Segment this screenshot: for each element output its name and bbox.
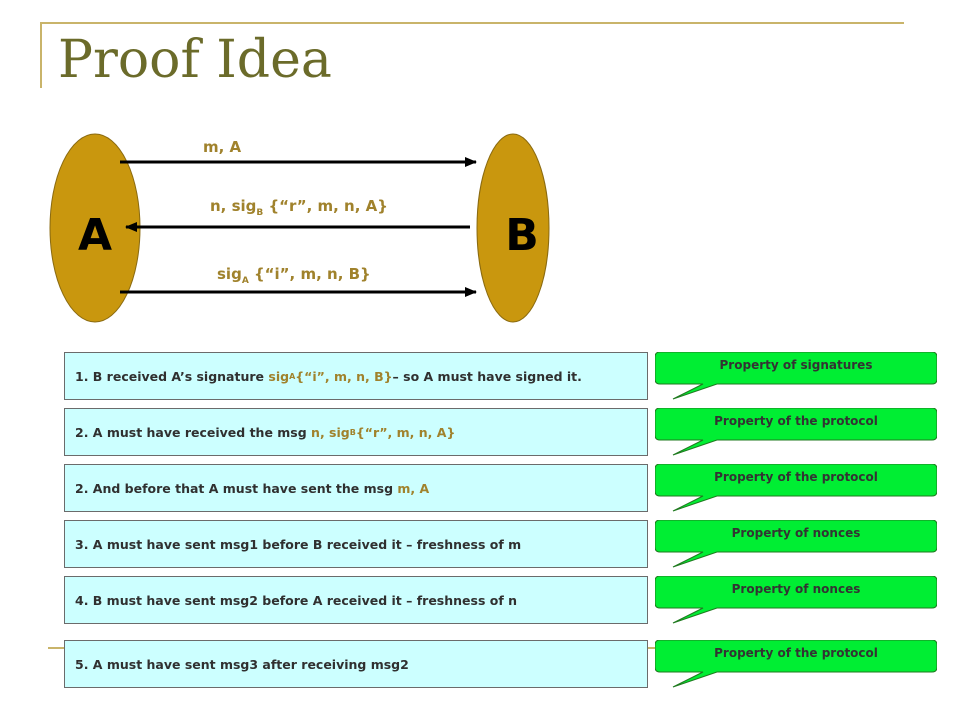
step-highlight: m, A xyxy=(397,480,430,496)
msg3-label: sigA {“i”, m, n, B} xyxy=(217,265,371,286)
callout-label: Property of the protocol xyxy=(714,470,878,484)
callout-shape xyxy=(655,408,937,456)
frame-top-line xyxy=(40,22,904,24)
step-text: 3. A must have sent msg1 before B receiv… xyxy=(75,536,522,552)
party-b-label: B xyxy=(505,210,539,261)
protocol-diagram: A B m, A n, sigB {“r”, m, n, A} sigA {“i… xyxy=(49,133,550,323)
callout-shape xyxy=(655,520,937,568)
step-text: 2. A must have received the msg xyxy=(75,424,307,440)
callout-property-6: Property of the protocol xyxy=(655,640,937,700)
step-subscript: B xyxy=(349,427,356,437)
step-text-end: – so A must have signed it. xyxy=(392,368,582,384)
frame-left-line xyxy=(40,22,42,88)
msg2-label: n, sigB {“r”, m, n, A} xyxy=(210,197,388,218)
callout-shape xyxy=(655,576,937,624)
callout-label: Property of nonces xyxy=(731,526,861,540)
callout-label: Property of signatures xyxy=(719,358,873,372)
callout-property-5: Property of nonces xyxy=(655,576,937,636)
proof-step-6: 5. A must have sent msg3 after receiving… xyxy=(64,640,648,688)
party-b-ellipse xyxy=(476,133,550,323)
callout-shape xyxy=(655,464,937,512)
proof-step-4: 3. A must have sent msg1 before B receiv… xyxy=(64,520,648,568)
callout-property-4: Property of nonces xyxy=(655,520,937,580)
step-text: 4. B must have sent msg2 before A receiv… xyxy=(75,592,518,608)
step-highlight-rest: {“i”, m, n, B} xyxy=(295,368,393,384)
callout-shape xyxy=(655,640,937,688)
step-subscript: A xyxy=(289,371,296,381)
step-text: 1. B received A’s signature xyxy=(75,368,265,384)
step-highlight: n, sig xyxy=(311,424,350,440)
page-title: Proof Idea xyxy=(58,30,332,90)
step-text: 5. A must have sent msg3 after receiving… xyxy=(75,656,409,672)
party-a-label: A xyxy=(78,210,112,261)
callout-label: Property of nonces xyxy=(731,582,861,596)
msg1-label: m, A xyxy=(203,138,242,156)
proof-step-3: 2. And before that A must have sent the … xyxy=(64,464,648,512)
callout-label: Property of the protocol xyxy=(714,646,878,660)
step-highlight-rest: {“r”, m, n, A} xyxy=(355,424,456,440)
callout-property-2: Property of the protocol xyxy=(655,408,937,468)
step-text: 2. And before that A must have sent the … xyxy=(75,480,394,496)
step-highlight: sig xyxy=(268,368,290,384)
callout-label: Property of the protocol xyxy=(714,414,878,428)
callout-property-1: Property of signatures xyxy=(655,352,937,412)
callout-shape xyxy=(655,352,937,400)
callout-property-3: Property of the protocol xyxy=(655,464,937,524)
proof-step-5: 4. B must have sent msg2 before A receiv… xyxy=(64,576,648,624)
